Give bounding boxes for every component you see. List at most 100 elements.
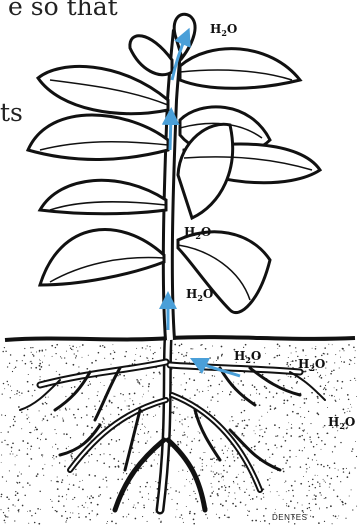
soil-dot — [4, 388, 5, 389]
soil-dot — [304, 440, 305, 441]
soil-dot — [346, 468, 347, 469]
soil-dot — [342, 381, 344, 383]
soil-dot — [140, 467, 142, 469]
soil-dot — [172, 353, 173, 354]
soil-dot — [97, 460, 98, 461]
soil-dot — [256, 389, 257, 390]
soil-dot — [90, 440, 91, 441]
soil-dot — [153, 512, 154, 513]
soil-dot — [256, 426, 257, 427]
soil-dot — [92, 510, 93, 511]
soil-dot — [59, 374, 61, 376]
soil-dot — [14, 416, 16, 418]
soil-dot — [39, 363, 41, 365]
soil-dot — [269, 391, 271, 393]
soil-dot — [61, 358, 62, 359]
soil-dot — [98, 352, 100, 354]
soil-dot — [1, 442, 2, 443]
soil-dot — [136, 379, 138, 381]
soil-dot — [228, 492, 229, 493]
soil-dot — [191, 483, 192, 484]
soil-dot — [226, 471, 227, 472]
soil-dot — [184, 418, 186, 420]
soil-dot — [216, 459, 218, 461]
soil-dot — [182, 470, 183, 471]
soil-dot — [15, 464, 16, 465]
soil-dot — [307, 433, 308, 434]
soil-dot — [114, 352, 116, 354]
soil-dot — [233, 382, 234, 383]
soil-dot — [275, 436, 276, 437]
soil-dot — [277, 435, 278, 436]
soil-dot — [100, 494, 101, 495]
soil-dot — [300, 407, 301, 408]
soil-dot — [269, 363, 271, 365]
soil-dot — [293, 495, 294, 496]
soil-dot — [324, 480, 325, 481]
soil-dot — [147, 433, 148, 434]
soil-dot — [351, 451, 352, 452]
soil-dot — [279, 345, 280, 346]
soil-dot — [27, 381, 29, 383]
soil-dot — [63, 505, 65, 507]
soil-dot — [113, 358, 115, 360]
soil-dot — [256, 496, 257, 497]
soil-dot — [68, 488, 70, 490]
soil-dot — [336, 389, 338, 391]
soil-dot — [221, 381, 222, 382]
soil-dot — [206, 465, 207, 466]
soil-dot — [325, 385, 326, 386]
soil-dot — [83, 507, 84, 508]
soil-dot — [175, 420, 176, 421]
soil-dot — [245, 467, 246, 468]
soil-dot — [204, 373, 205, 374]
soil-dot — [189, 362, 190, 363]
soil-dot — [235, 498, 236, 499]
soil-dot — [94, 475, 96, 477]
soil-dot — [232, 450, 234, 452]
soil-dot — [243, 472, 244, 473]
soil-dot — [89, 519, 90, 520]
soil-dot — [40, 376, 41, 377]
soil-dot — [238, 383, 239, 384]
soil-dot — [237, 423, 238, 424]
soil-dot — [40, 439, 41, 440]
soil-dot — [135, 354, 136, 355]
soil-dot — [315, 495, 317, 497]
soil-dot — [147, 345, 148, 346]
soil-dot — [269, 457, 270, 458]
soil-dot — [209, 411, 211, 413]
soil-dot — [183, 356, 184, 357]
soil-dot — [254, 386, 256, 388]
soil-dot — [279, 355, 281, 357]
soil-dot — [199, 417, 201, 419]
soil-dot — [318, 522, 320, 524]
soil-dot — [30, 445, 32, 447]
soil-dot — [55, 510, 56, 511]
soil-dot — [142, 347, 144, 349]
soil-dot — [317, 475, 318, 476]
soil-dot — [333, 515, 334, 516]
soil-dot — [70, 454, 71, 455]
soil-dot — [16, 360, 17, 361]
soil-dot — [234, 492, 235, 493]
soil-dot — [305, 464, 307, 466]
soil-dot — [263, 497, 264, 498]
soil-dot — [179, 517, 180, 518]
soil-dot — [233, 482, 234, 483]
soil-dot — [3, 512, 4, 513]
soil-dot — [34, 390, 35, 391]
soil-dot — [201, 510, 202, 511]
soil-dot — [309, 436, 311, 438]
soil-dot — [56, 481, 57, 482]
soil-dot — [240, 380, 242, 382]
soil-dot — [54, 429, 55, 430]
soil-dot — [330, 373, 332, 375]
soil-dot — [222, 391, 223, 392]
soil-dot — [142, 497, 143, 498]
soil-dot — [109, 454, 110, 455]
soil-dot — [7, 516, 8, 517]
soil-dot — [168, 493, 169, 494]
soil-dot — [335, 516, 337, 518]
leaf-top-left — [130, 36, 172, 75]
